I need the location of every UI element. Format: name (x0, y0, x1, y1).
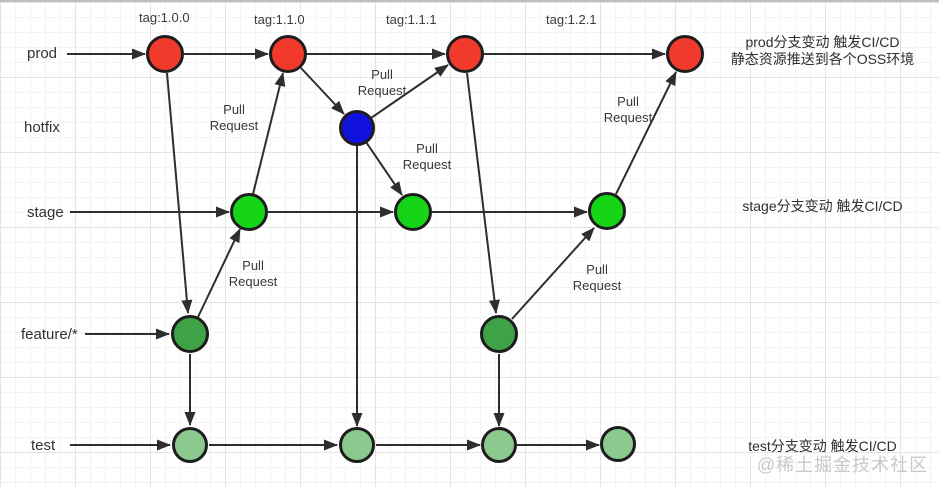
commit-node-feature-1 (171, 315, 209, 353)
commit-node-test-2 (339, 427, 375, 463)
commit-node-test-3 (481, 427, 517, 463)
watermark-juejin: @稀土掘金技术社区 (756, 455, 929, 475)
commit-node-hotfix-1 (339, 110, 375, 146)
commit-node-prod-1 (146, 35, 184, 73)
branch-label-stage: stage (27, 204, 64, 221)
edge-prod2-hotfix (300, 67, 345, 115)
pull-request-label-stage1-prod2: Pull Request (209, 102, 259, 133)
annotation-test: test分支变动 触发CI/CD (748, 438, 897, 454)
edge-feature2-stage3 (511, 227, 595, 320)
tag-label-1-2-1: tag:1.2.1 (546, 12, 597, 27)
branch-label-hotfix: hotfix (24, 119, 60, 136)
pull-request-label-feature1-stage1: Pull Request (228, 258, 278, 289)
pull-request-label-stage3-prod4: Pull Request (603, 94, 653, 125)
edge-hotfix-stage2 (365, 141, 403, 196)
branch-label-feature: feature/* (21, 326, 78, 343)
edge-feature1-stage1 (197, 228, 241, 318)
tag-label-1-1-1: tag:1.1.1 (386, 12, 437, 27)
commit-node-stage-3 (588, 192, 626, 230)
commit-node-feature-2 (480, 315, 518, 353)
commit-node-test-4 (600, 426, 636, 462)
commit-node-stage-1 (230, 193, 268, 231)
commit-node-test-1 (172, 427, 208, 463)
edge-hotfix-prod3 (370, 64, 449, 119)
branch-label-test: test (31, 437, 56, 454)
pull-request-label-hotfix-prod3: Pull Request (357, 67, 407, 98)
commit-node-stage-2 (394, 193, 432, 231)
tag-label-1-1-0: tag:1.1.0 (254, 12, 305, 27)
commit-node-prod-3 (446, 35, 484, 73)
edge-prod1-feature1 (166, 72, 193, 314)
branch-label-prod: prod (27, 45, 58, 62)
annotation-prod: prod分支变动 触发CI/CD 静态资源推送到各个OSS环境 (705, 34, 939, 68)
commit-node-prod-4 (666, 35, 704, 73)
edge-prod3-feature2 (466, 72, 500, 314)
tag-label-1-0-0: tag:1.0.0 (139, 10, 190, 25)
edge-stage3-prod4 (615, 71, 677, 195)
annotation-prod-line2: 静态资源推送到各个OSS环境 (730, 51, 915, 67)
annotation-prod-line1: prod分支变动 触发CI/CD (745, 34, 900, 50)
commit-node-prod-2 (269, 35, 307, 73)
pull-request-label-hotfix-stage2: Pull Request (402, 141, 452, 172)
pull-request-label-feature2-stage3: Pull Request (572, 262, 622, 293)
edge-stage1-prod2 (252, 72, 286, 195)
annotation-stage: stage分支变动 触发CI/CD (742, 198, 903, 214)
